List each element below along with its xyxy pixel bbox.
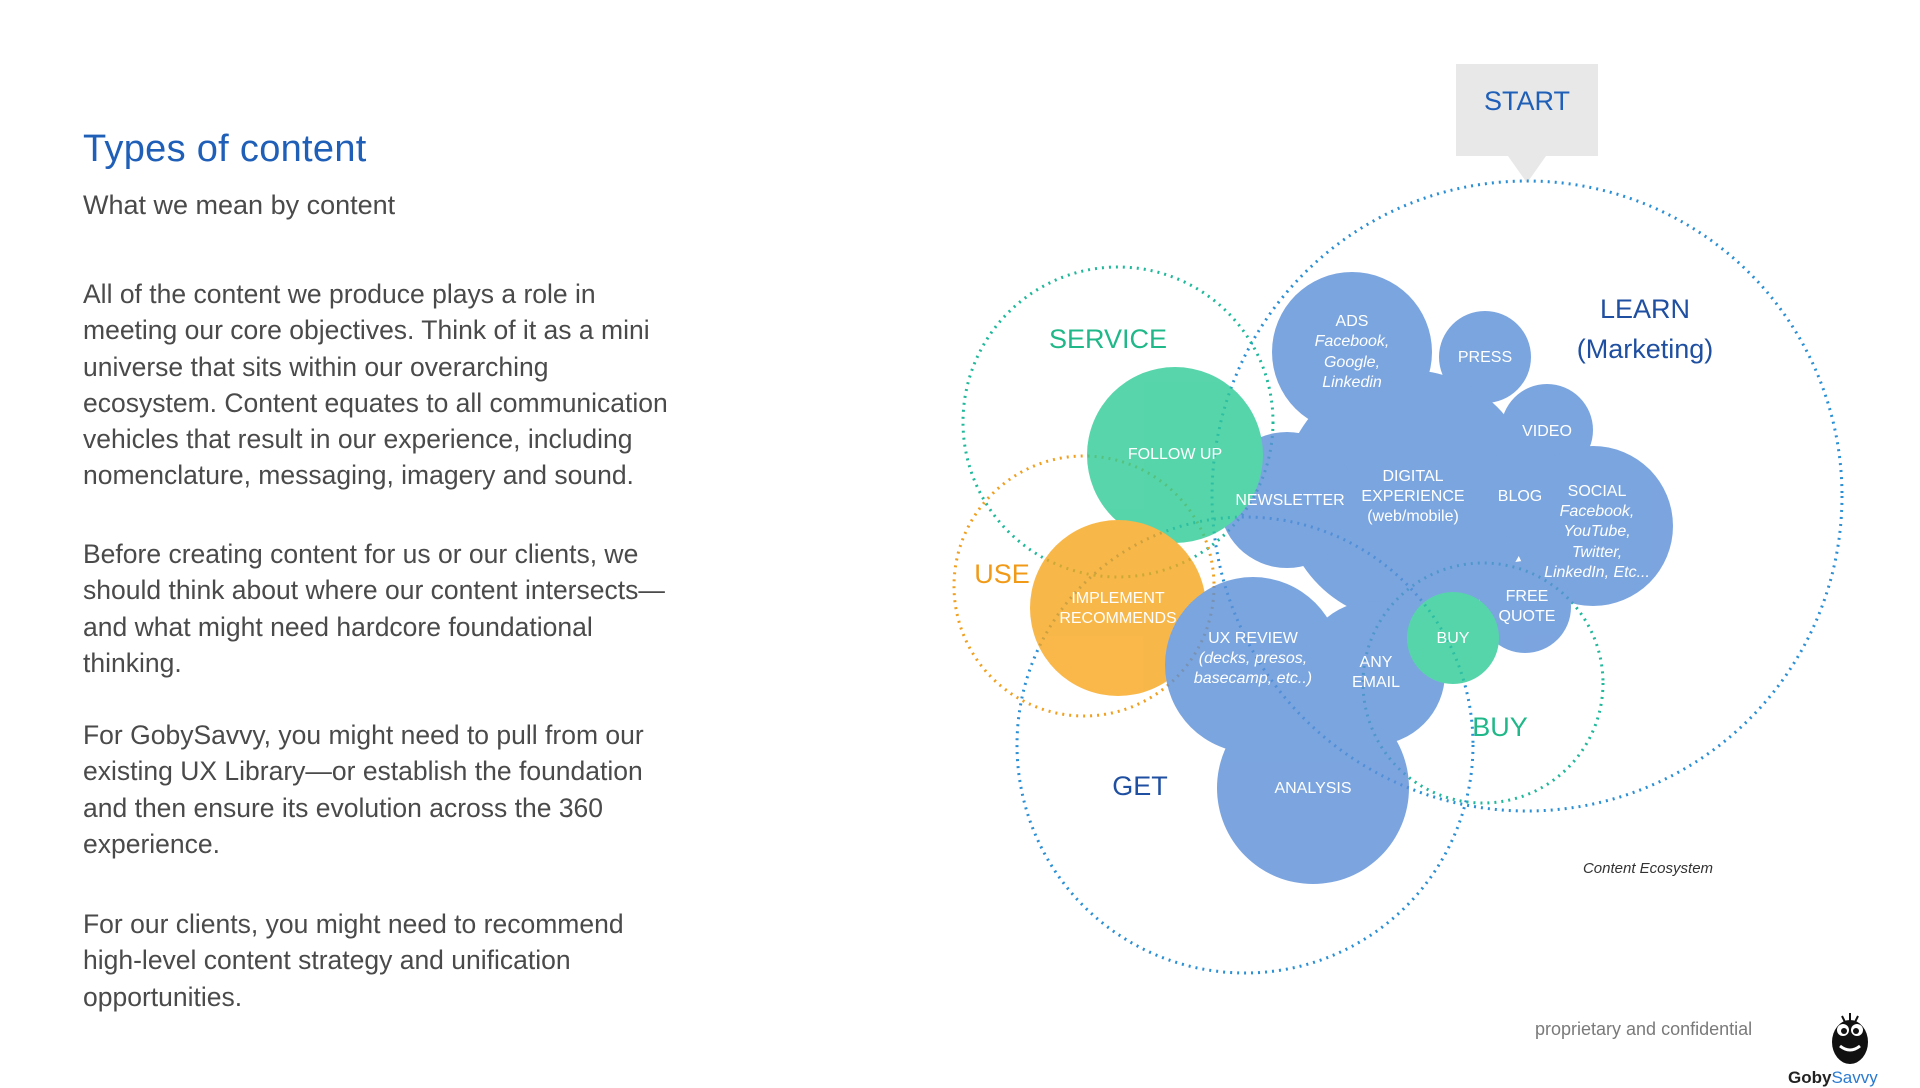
learn-sublabel: (Marketing): [1577, 334, 1714, 364]
digital-label-3: (web/mobile): [1367, 508, 1459, 525]
start-label: START: [1483, 86, 1570, 116]
buy-label: BUY: [1472, 712, 1528, 742]
logo-name: Goby: [1788, 1068, 1832, 1087]
newsletter-label: NEWSLETTER: [1235, 492, 1344, 509]
bubble-buy: [1407, 592, 1499, 684]
bubble-implement: [1030, 520, 1206, 696]
social-label: SOCIAL: [1568, 483, 1627, 500]
implement-label-2: RECOMMENDS: [1059, 610, 1176, 627]
learn-ring: [1210, 179, 1844, 813]
social-sub-2: YouTube,: [1563, 523, 1630, 540]
start-box: [1456, 64, 1598, 156]
bubble-analysis: [1217, 692, 1409, 884]
body-paragraph-1: All of the content we produce plays a ro…: [83, 279, 668, 491]
ads-sub-3: Linkedin: [1322, 374, 1382, 391]
bubble-free-quote: [1479, 561, 1571, 653]
get-ring: [1015, 515, 1475, 975]
buy-ring: [1361, 561, 1605, 805]
body-paragraph-2: Before creating content for us or our cl…: [83, 539, 665, 678]
social-sub-4: LinkedIn, Etc...: [1544, 564, 1650, 581]
ads-sub-2: Google,: [1324, 354, 1380, 371]
any-email-label-1: ANY: [1360, 654, 1393, 671]
buy-bubble-label: BUY: [1437, 630, 1470, 647]
bubbles: [1030, 272, 1673, 884]
ux-review-label: UX REVIEW: [1208, 630, 1299, 647]
get-label: GET: [1112, 771, 1168, 801]
use-ring: [952, 454, 1216, 718]
ux-review-sub-2: basecamp, etc..): [1194, 670, 1312, 687]
service-ring: [961, 265, 1275, 579]
learn-label: LEARN: [1600, 294, 1690, 324]
confidential-note: proprietary and confidential: [1535, 1019, 1753, 1039]
bubble-press: [1439, 311, 1531, 403]
implement-label-1: IMPLEMENT: [1071, 590, 1165, 607]
free-quote-label-2: QUOTE: [1499, 608, 1556, 625]
service-label: SERVICE: [1049, 324, 1167, 354]
social-sub-3: Twitter,: [1572, 544, 1622, 561]
ads-sub-1: Facebook,: [1315, 333, 1390, 350]
free-quote-label-1: FREE: [1506, 588, 1549, 605]
analysis-label: ANALYSIS: [1274, 780, 1351, 797]
body-paragraph-3: For GobySavvy, you might need to pull fr…: [83, 720, 644, 859]
page-subtitle: What we mean by content: [83, 190, 396, 220]
bubble-labels: ADS Facebook, Google, Linkedin PRESS VID…: [1059, 313, 1650, 797]
logo-accent: Savvy: [1831, 1068, 1878, 1087]
bubble-digital-experience: [1282, 370, 1534, 622]
use-label: USE: [974, 559, 1030, 589]
diagram-caption: Content Ecosystem: [1583, 860, 1713, 877]
digital-label-2: EXPERIENCE: [1361, 488, 1464, 505]
any-email-label-2: EMAIL: [1352, 674, 1400, 691]
video-label: VIDEO: [1522, 423, 1572, 440]
digital-label-1: DIGITAL: [1382, 468, 1443, 485]
start-arrow: [1508, 156, 1546, 183]
bubble-social: [1513, 446, 1673, 606]
blog-label: BLOG: [1498, 488, 1542, 505]
page-title: Types of content: [83, 128, 367, 170]
body-paragraph-4: For our clients, you might need to recom…: [83, 909, 624, 1012]
ux-review-sub-1: (decks, presos,: [1199, 650, 1307, 667]
follow-up-label: FOLLOW UP: [1128, 446, 1222, 463]
press-label: PRESS: [1458, 349, 1512, 366]
goby-logo-text: GobySavvy: [1788, 1068, 1878, 1088]
bubble-follow-up: [1087, 367, 1263, 543]
ads-label: ADS: [1336, 313, 1369, 330]
goby-logo-icon: [1832, 1013, 1868, 1064]
social-sub-1: Facebook,: [1560, 503, 1635, 520]
